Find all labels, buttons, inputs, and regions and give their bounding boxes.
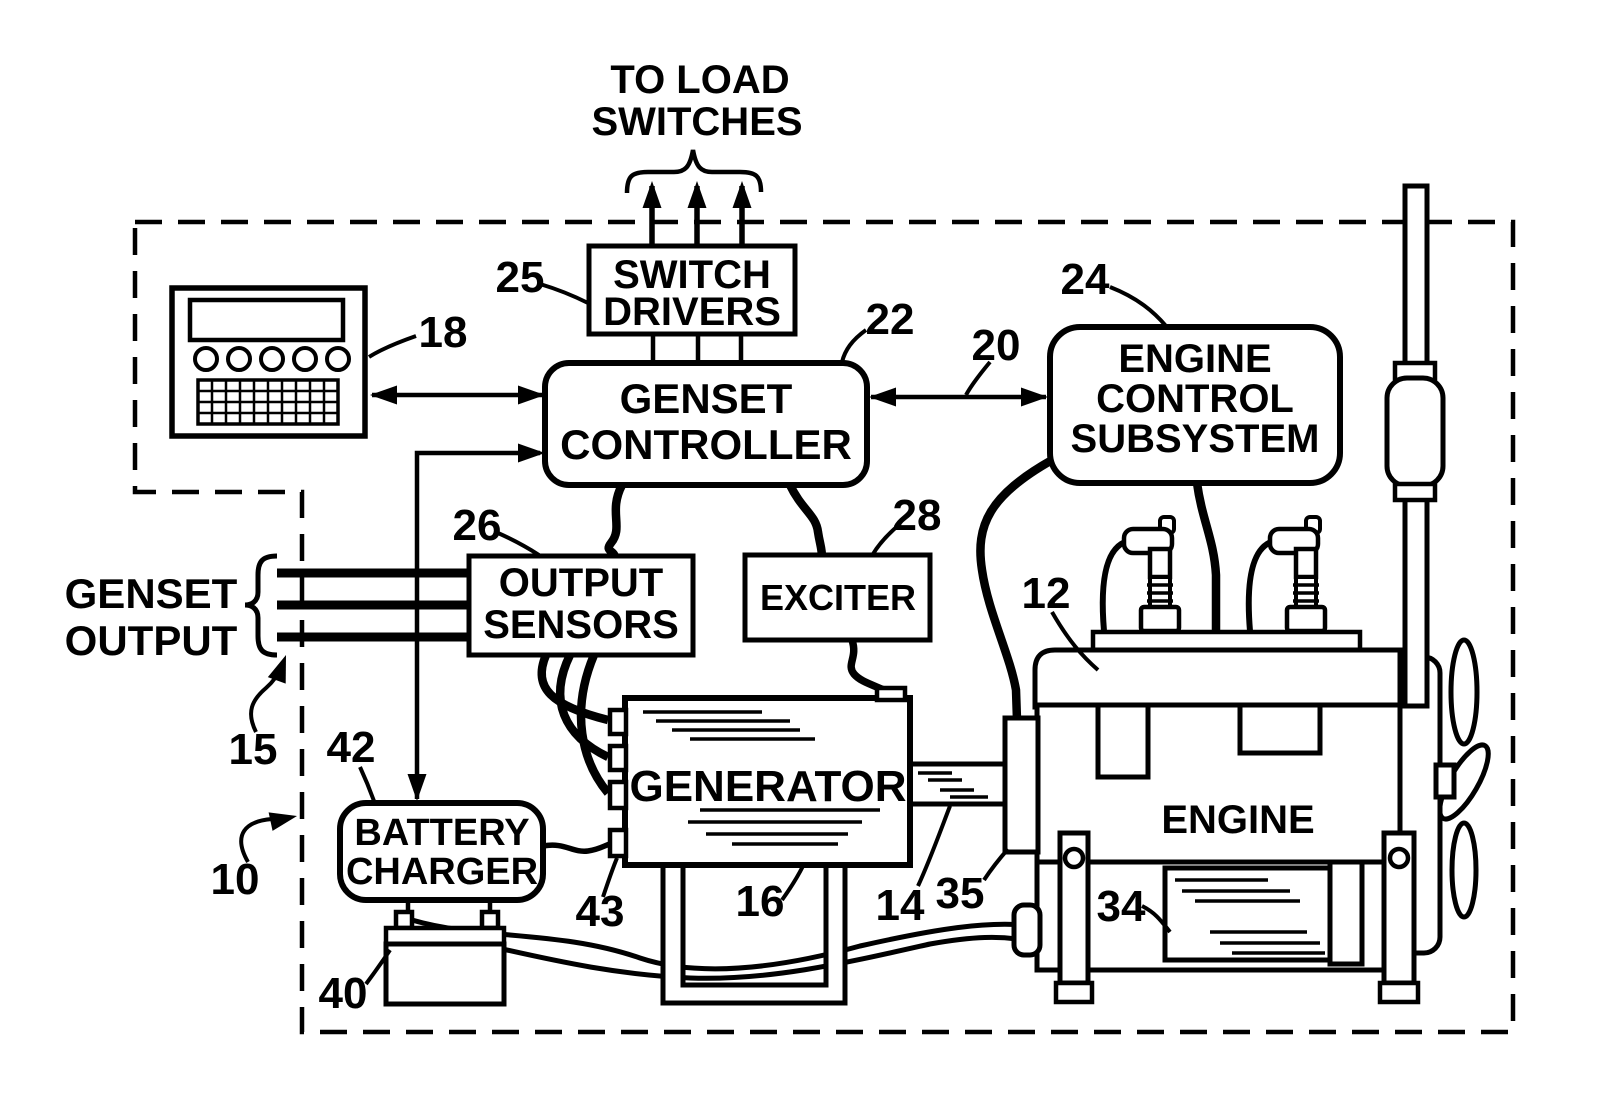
ref-15-arrow	[249, 655, 286, 733]
output-brace	[244, 553, 278, 658]
ref-25: 25	[496, 253, 545, 302]
ref-12: 12	[1022, 569, 1071, 618]
ref-20: 20	[972, 321, 1021, 370]
output-sensors-label-line1: OUTPUT	[499, 561, 663, 605]
ref-14: 14	[876, 881, 925, 930]
to-load-label-line2: SWITCHES	[591, 100, 802, 144]
ref-18: 18	[419, 308, 468, 357]
genset-output-label-line1: GENSET	[65, 570, 238, 617]
output-sensors-label-line2: SENSORS	[483, 603, 679, 647]
ref-10-arrow	[239, 812, 297, 863]
ref-26: 26	[453, 501, 502, 550]
exciter-wire	[847, 638, 886, 694]
ecs-label-line2: CONTROL	[1096, 377, 1294, 421]
reference-numerals: 25 22 18 24 20 26 28 12 15 42 10 40 43 1…	[211, 253, 1146, 1018]
shaft-coupling	[1002, 715, 1041, 855]
genset-output-label-line2: OUTPUT	[65, 617, 238, 664]
to-load-label-line1: TO LOAD	[610, 58, 789, 102]
genset-controller-label-line2: CONTROLLER	[560, 421, 852, 468]
generator-box	[607, 685, 913, 868]
starter-motor	[1162, 859, 1365, 967]
ecs-engine-wires	[976, 456, 1221, 721]
engine-mount-brackets	[1053, 830, 1421, 1005]
ref-16: 16	[736, 877, 785, 926]
genset-controller-label-line1: GENSET	[620, 375, 793, 422]
ref-43: 43	[576, 887, 625, 936]
engine-block	[1011, 629, 1421, 1005]
controller-ecs-arrow	[869, 387, 1048, 407]
charger-cable	[542, 840, 615, 854]
diagram-text-labels: TO LOAD SWITCHES SWITCH DRIVERS GENSET C…	[65, 58, 1320, 893]
genset-boundary-dashed-box	[132, 219, 1516, 1035]
genset-controller-box	[542, 360, 870, 488]
output-sensors-box	[466, 553, 696, 658]
switch-drivers-label-line1: SWITCH	[613, 253, 771, 297]
engine-control-subsystem-box	[1047, 324, 1343, 486]
spark-plug-left	[1103, 517, 1179, 631]
ecs-label-line3: SUBSYSTEM	[1071, 417, 1320, 461]
generator-label: GENERATOR	[629, 762, 906, 811]
genset-output-lines	[244, 553, 469, 658]
battery-charger-label-line2: CHARGER	[346, 851, 538, 893]
drive-shaft	[902, 761, 1010, 807]
ecs-label-line1: ENGINE	[1118, 337, 1271, 381]
load-switches-brace	[624, 149, 764, 194]
leader-lines	[358, 282, 1172, 986]
ref-35: 35	[936, 869, 985, 918]
battery-charger-box	[337, 800, 546, 903]
battery-cables	[411, 917, 1025, 981]
panel-buttons	[193, 346, 351, 372]
ref-15: 15	[229, 725, 278, 774]
battery	[383, 900, 507, 1007]
controller-sensors-wire	[604, 483, 626, 559]
panel-keypad-grid	[196, 378, 340, 426]
engine-label: ENGINE	[1161, 798, 1314, 842]
controller-exciter-wire	[786, 483, 827, 559]
ref-42: 42	[327, 723, 376, 772]
operator-panel	[169, 285, 368, 439]
switch-drivers-box	[586, 243, 798, 337]
switch-drivers-label-line2: DRIVERS	[603, 290, 781, 334]
spark-plug-right	[1249, 517, 1325, 631]
exciter-box	[742, 552, 933, 643]
controller-charger-line	[407, 443, 545, 801]
battery-charger-label-line1: BATTERY	[354, 812, 529, 854]
ref-40: 40	[319, 969, 368, 1018]
sensor-wires	[537, 653, 612, 796]
ref-34: 34	[1097, 882, 1146, 931]
panel-display	[187, 297, 346, 343]
panel-controller-arrow	[370, 385, 545, 405]
exhaust-pipe	[1384, 183, 1446, 709]
exciter-label: EXCITER	[760, 577, 916, 618]
ref-22: 22	[866, 295, 915, 344]
ref-28: 28	[893, 491, 942, 540]
ref-24: 24	[1061, 255, 1110, 304]
ref-10: 10	[211, 855, 260, 904]
